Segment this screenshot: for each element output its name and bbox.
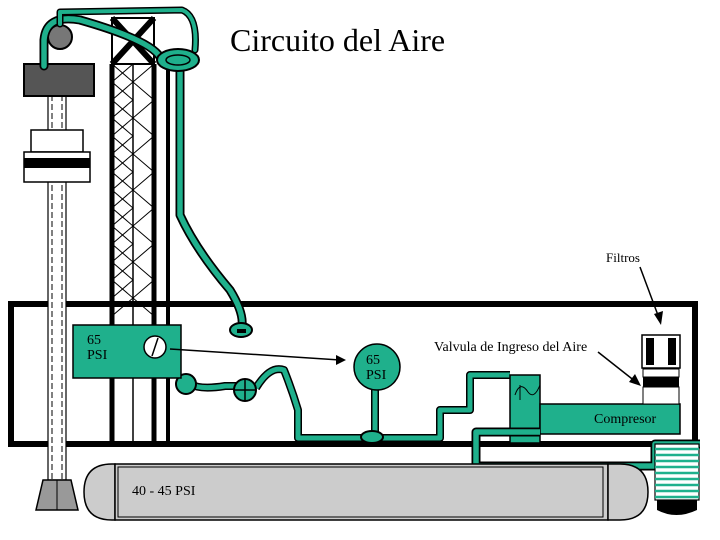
cooler — [654, 443, 700, 515]
air-hose-main — [39, 6, 247, 335]
valvula-pointer-arrow — [597, 351, 637, 383]
check-valve — [175, 373, 197, 395]
gauge-2-unit: PSI — [366, 368, 387, 383]
filtros-label: Filtros — [606, 250, 640, 265]
tee-fitting — [360, 430, 384, 444]
drill-string — [35, 94, 79, 511]
pressure-gauge-2 — [353, 343, 401, 391]
gauge-1-reading: 65 PSI — [87, 333, 127, 363]
tank-pressure-label: 40 - 45 PSI — [132, 484, 196, 499]
filtros-pointer-arrow — [639, 266, 660, 319]
compressor-body — [539, 403, 681, 435]
gauge-2-reading: 65 PSI — [366, 353, 406, 383]
standpipe — [187, 365, 510, 442]
air-tank — [83, 463, 649, 521]
pointer-arrow — [169, 348, 341, 361]
slips-housing — [30, 129, 84, 153]
gauge-2-value: 65 — [366, 353, 380, 368]
traveling-block — [23, 63, 95, 97]
swivel — [156, 48, 200, 72]
compressor-label: Compresor — [594, 412, 657, 427]
gauge-1-unit: PSI — [87, 348, 108, 363]
page-title: Circuito del Aire — [230, 22, 446, 58]
air-filter-assembly — [641, 334, 681, 405]
gauge-1-value: 65 — [87, 333, 101, 348]
intake-valve-label: Valvula de Ingreso del Aire — [434, 340, 588, 355]
derrick-mast — [109, 15, 170, 445]
